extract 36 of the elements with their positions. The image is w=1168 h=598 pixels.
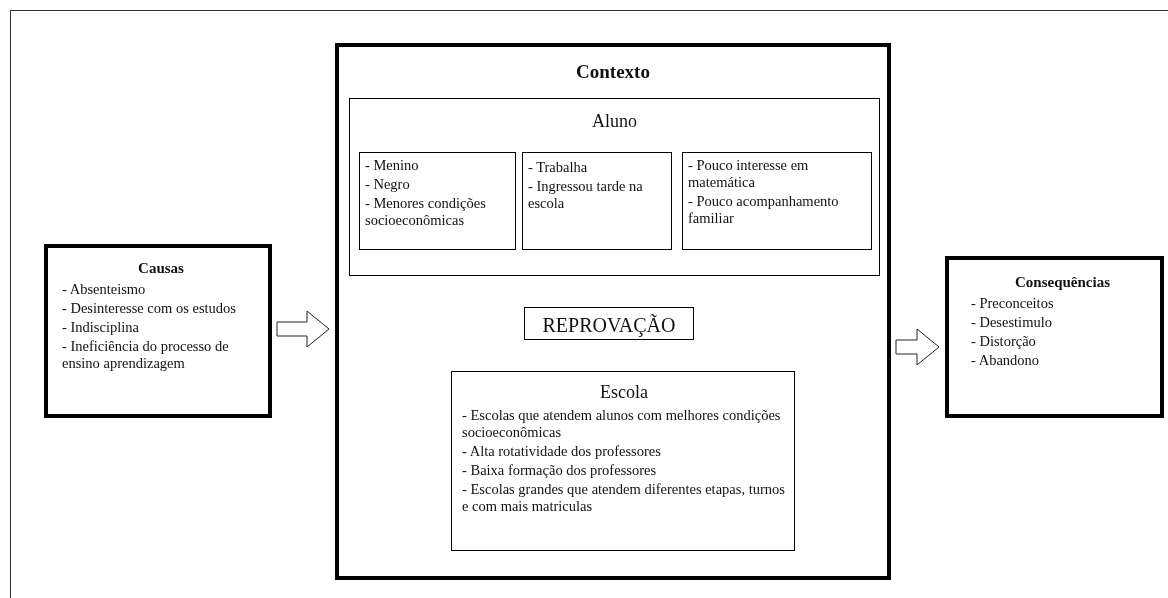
list-item: - Preconceitos — [971, 295, 1055, 312]
student-box — [349, 98, 880, 276]
list-item: - Alta rotatividade dos professores — [462, 443, 662, 460]
consequences-box — [945, 256, 1164, 418]
heading: REPROVAÇÃO — [541, 313, 677, 338]
list-item: - Distorção — [971, 333, 1037, 350]
list-item: - Pouco interesse em matemática — [688, 157, 810, 191]
heading: Contexto — [575, 63, 651, 80]
list-item: - Escolas que atendem alunos com melhores condições socioeconômicas — [462, 407, 782, 441]
block-arrow — [895, 328, 940, 366]
factor-box — [522, 152, 672, 250]
list-item: - Desinteresse com os estudos — [62, 300, 237, 317]
context-box — [335, 43, 891, 580]
list-item: - Absenteismo — [62, 281, 147, 298]
list-item: - Baixa formação dos professores — [462, 462, 658, 479]
school-box — [451, 371, 795, 551]
list-item: - Desestimulo — [971, 314, 1053, 331]
list-item: - Trabalha — [528, 159, 589, 176]
list-item: - Ineficiência do processo de ensino aprendizagem — [62, 338, 230, 372]
heading: Consequências — [1014, 274, 1111, 291]
list-item: - Menino — [365, 157, 420, 174]
list-item: - Ingressou tarde na escola — [528, 178, 644, 212]
factor-box — [359, 152, 516, 250]
heading: Escola — [599, 384, 649, 401]
list-item: - Menores condições socioeconômicas — [365, 195, 487, 229]
block-arrow — [276, 310, 330, 348]
list-item: - Negro — [365, 176, 411, 193]
list-item: - Escolas grandes que atendem diferentes etapas, turnos e com mais matriculas — [462, 481, 786, 515]
list-item: - Indisciplina — [62, 319, 140, 336]
list-item: - Pouco acompanhamento familiar — [688, 193, 840, 227]
outcome-box — [524, 307, 694, 340]
causes-box — [44, 244, 272, 418]
heading: Aluno — [591, 113, 638, 130]
heading: Causas — [137, 260, 185, 277]
list-item: - Abandono — [971, 352, 1041, 369]
factor-box — [682, 152, 872, 250]
